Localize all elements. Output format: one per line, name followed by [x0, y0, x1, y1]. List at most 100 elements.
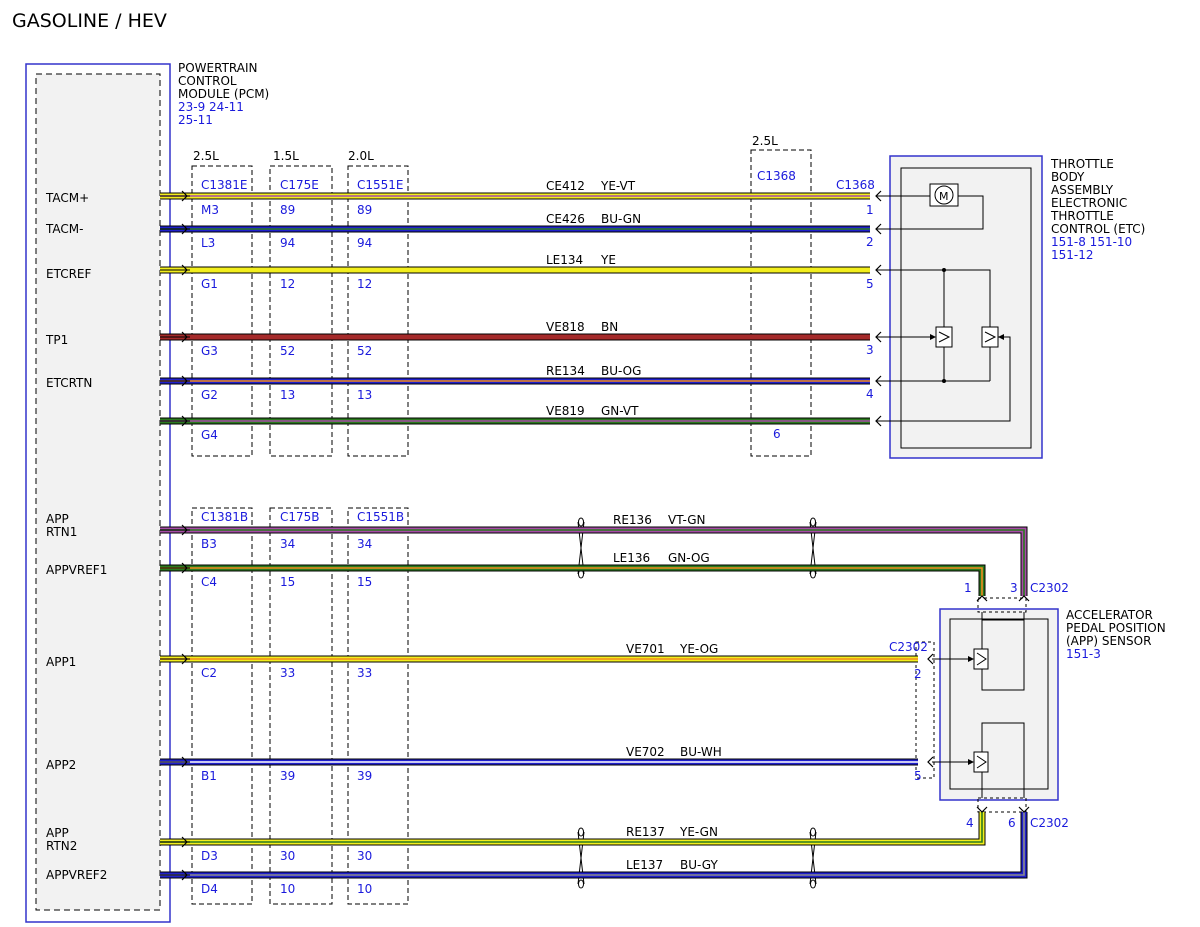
- c2302-bottom-shell: [977, 797, 1027, 813]
- pin-1-2: 94: [357, 236, 372, 250]
- tp1-zigzag: [938, 331, 951, 343]
- pcm-arrow-2: [181, 264, 188, 276]
- motor-wire-2: [876, 195, 984, 230]
- color-VE819: GN-VT: [601, 404, 639, 418]
- end-pin-8: 2: [914, 667, 922, 681]
- pcm-arrow-7: [181, 562, 188, 574]
- circuit-VE701: VE701: [626, 642, 665, 656]
- pin-5-0: G4: [201, 428, 218, 442]
- color-RE134: BU-OG: [601, 364, 641, 378]
- color-CE412: YE-VT: [600, 179, 636, 193]
- app-name-2: PEDAL POSITION: [1066, 621, 1166, 635]
- pin-6-2: 34: [357, 537, 372, 551]
- end-pin-5: 6: [773, 427, 781, 441]
- end-arrow-3: [875, 331, 882, 343]
- pin-4-2: 13: [357, 388, 372, 402]
- pcm-outline: [25, 63, 171, 923]
- pin-1-0: L3: [201, 236, 215, 250]
- pin-10-0: D3: [201, 849, 218, 863]
- end-pin-11: 6: [1008, 816, 1016, 830]
- pcm-ref-2: 25-11: [178, 113, 213, 127]
- conn-c1381e: C1381E: [201, 178, 248, 192]
- pin-11-2: 10: [357, 882, 372, 896]
- pcm-pin-label-1: TACM-: [45, 222, 83, 236]
- col-25-top: [191, 165, 253, 457]
- pcm-arrow-8: [181, 653, 188, 665]
- wire-RE137-stripe: [160, 812, 983, 843]
- wire-LE137-stripe: [160, 812, 1025, 876]
- etc-rtn-junction: [942, 379, 946, 383]
- color-RE137: YE-GN: [679, 825, 718, 839]
- pin-0-1: 89: [280, 203, 295, 217]
- pcm-pin-label-4: ETCRTN: [46, 376, 92, 390]
- circuit-CE412: CE412: [546, 179, 585, 193]
- pcm-arrow-4: [181, 375, 188, 387]
- color-VE702: BU-WH: [680, 745, 722, 759]
- end-arrow-4: [875, 375, 882, 387]
- pcm-arrow-9: [181, 756, 188, 768]
- end-arrow-9: [927, 756, 934, 768]
- etc-ref-junction: [942, 268, 946, 272]
- color-CE426: BU-GN: [601, 212, 641, 226]
- wire-RE137: [160, 812, 985, 845]
- end-pin-9: 5: [914, 769, 922, 783]
- pin-6-0: B3: [201, 537, 217, 551]
- conn-c1551b: C1551B: [357, 510, 404, 524]
- pin-10-1: 30: [280, 849, 295, 863]
- pcm-body: [35, 73, 161, 911]
- end-arrow-5: [875, 415, 882, 427]
- engine-label-15: 1.5L: [273, 149, 299, 163]
- pin-9-1: 39: [280, 769, 295, 783]
- pcm-pin-label-6-b: RTN1: [46, 525, 77, 539]
- app-sensor-module: [939, 608, 1059, 801]
- pcm-pin-label-9: APP2: [46, 758, 76, 772]
- pcm-name-1: POWERTRAIN: [178, 61, 258, 75]
- etc-name-1: THROTTLE: [1050, 157, 1114, 171]
- pin-9-0: B1: [201, 769, 217, 783]
- pin-0-0: M3: [201, 203, 219, 217]
- pin-11-1: 10: [280, 882, 295, 896]
- pin-1-1: 94: [280, 236, 295, 250]
- end-arrow-8: [927, 653, 934, 665]
- etc-inner: [900, 167, 1032, 449]
- c2302-arrow-0: [976, 595, 988, 602]
- pin-2-1: 12: [280, 277, 295, 291]
- app1-arrow: [968, 656, 974, 662]
- pcm-pin-label-3: TP1: [45, 333, 68, 347]
- conn-c175e: C175E: [280, 178, 319, 192]
- etc-name-4: ELECTRONIC: [1051, 196, 1127, 210]
- circuit-RE134: RE134: [546, 364, 585, 378]
- circuit-RE137: RE137: [626, 825, 665, 839]
- circuit-VE702: VE702: [626, 745, 665, 759]
- conn-c2302-pin2: C2302: [889, 640, 928, 654]
- engine-label-25: 2.5L: [193, 149, 219, 163]
- c2302-top-shell: [977, 597, 1027, 613]
- motor-symbol: [934, 185, 954, 205]
- end-arrow-0: [875, 190, 882, 202]
- pin-3-2: 52: [357, 344, 372, 358]
- end-pin-0: 1: [866, 203, 874, 217]
- pcm-pin-label-8: APP1: [46, 655, 76, 669]
- pin-3-1: 52: [280, 344, 295, 358]
- etc-name-6: CONTROL (ETC): [1051, 222, 1145, 236]
- pin-2-0: G1: [201, 277, 218, 291]
- diagram-title: GASOLINE / HEV: [12, 10, 167, 32]
- pcm-arrow-5: [181, 415, 188, 427]
- pcm-pin-label-0: TACM+: [45, 191, 89, 205]
- c2302-arrow-3: [1018, 806, 1030, 813]
- c2302-side-shell: [915, 641, 935, 779]
- pcm-pin-label-2: ETCREF: [46, 267, 92, 281]
- motor-label: M: [939, 190, 949, 203]
- etc-ref-1: 151-8 151-10: [1051, 235, 1132, 249]
- pcm-pin-label-10: APP: [46, 826, 69, 840]
- tp1-arrow: [930, 334, 936, 340]
- color-VE701: YE-OG: [679, 642, 718, 656]
- pcm-arrow-0: [181, 190, 188, 202]
- conn-c1551e: C1551E: [357, 178, 404, 192]
- col-15-bottom: [269, 507, 333, 905]
- wire-LE136-stripe: [160, 567, 983, 596]
- circuit-VE818: VE818: [546, 320, 585, 334]
- pcm-pin-label-10-b: RTN2: [46, 839, 77, 853]
- conn-c1368-right: C1368: [836, 178, 875, 192]
